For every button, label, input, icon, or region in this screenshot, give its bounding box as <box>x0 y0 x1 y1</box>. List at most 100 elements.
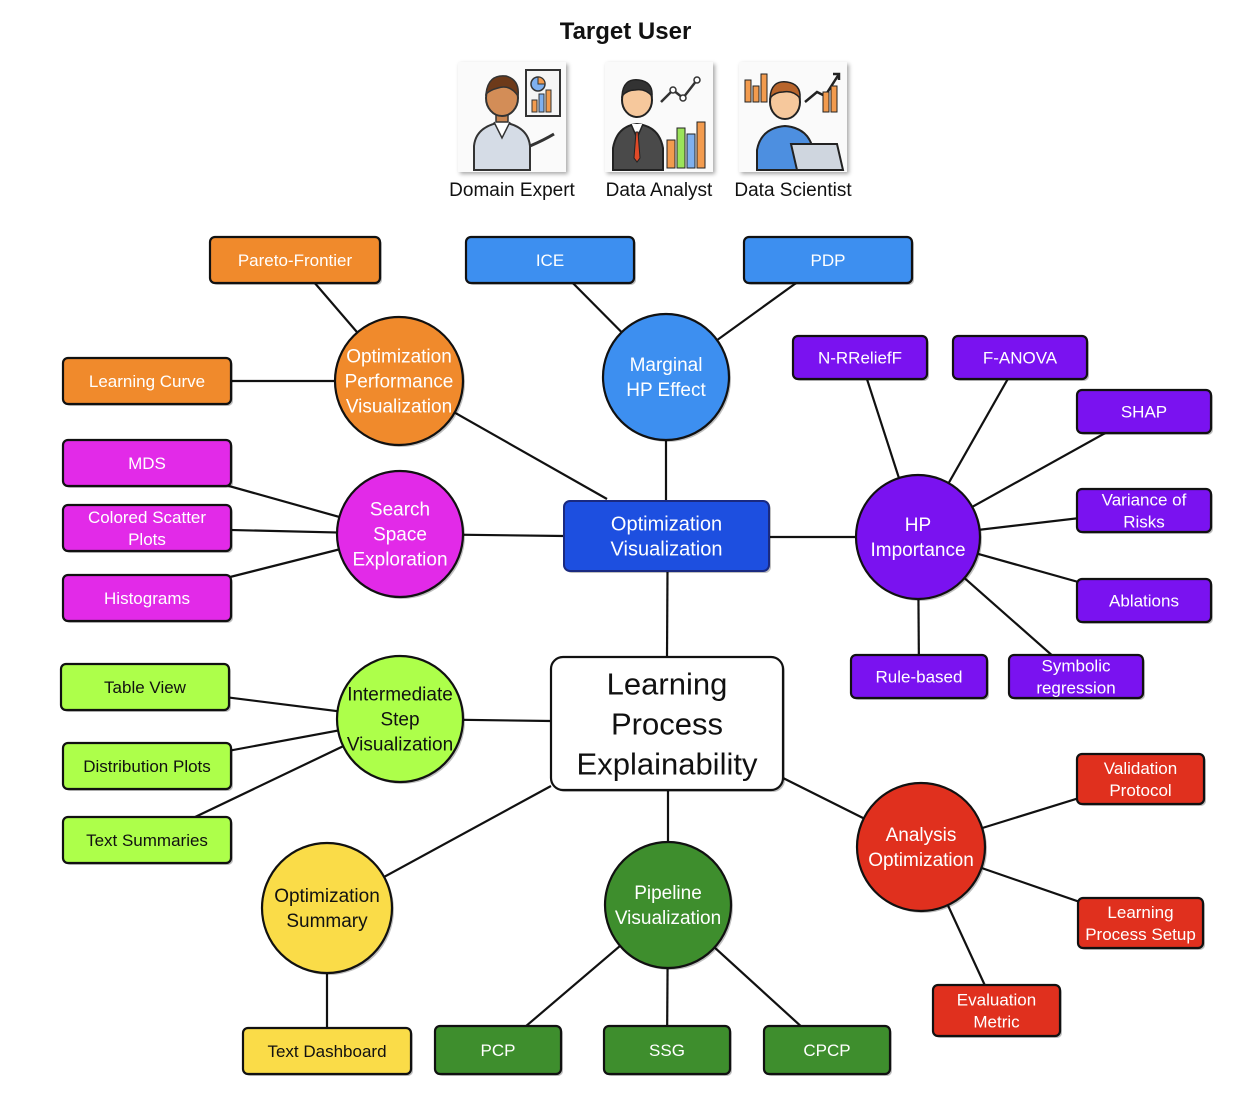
hub-node-shape <box>563 500 770 572</box>
leaf-node-hp-importance-shape <box>1007 653 1145 700</box>
leaf-node-opt-summary-shape <box>241 1026 413 1076</box>
edge-hub-center <box>665 570 669 658</box>
leaf-node-label: ICE <box>536 251 564 270</box>
target-user-title: Target User <box>559 18 692 45</box>
leaf-node-search-space: MDS <box>61 438 233 488</box>
leaf-node-hp-importance: SHAP <box>1075 388 1213 435</box>
leaf-node-label: PDP <box>811 251 846 270</box>
leaf-node-hp-importance-shape <box>791 334 929 381</box>
leaf-node-search-space-shape <box>61 573 233 623</box>
leaf-node-search-space-shape <box>61 438 233 488</box>
leaf-node-marginal: ICE <box>464 235 636 285</box>
leaf-node-pipeline-shape <box>762 1024 892 1076</box>
leaf-node-pipeline-shape <box>602 1024 732 1076</box>
leaf-node-opt-perf: Learning Curve <box>61 356 233 406</box>
group-node-circle <box>335 654 465 784</box>
leaf-node-analysis-shape <box>1075 752 1206 806</box>
user-label: Data Analyst <box>605 180 713 201</box>
leaf-node-pipeline-shape <box>433 1024 563 1076</box>
leaf-node-analysis-shape <box>1076 896 1205 950</box>
leaf-node-intermediate: Table View <box>59 662 231 712</box>
leaf-node-label: Distribution Plots <box>83 757 211 776</box>
leaf-node-label: PCP <box>481 1041 516 1060</box>
leaf-node-marginal: PDP <box>742 235 914 285</box>
user-label: Domain Expert <box>449 180 575 201</box>
user-domain-expert: Domain Expert <box>437 62 587 202</box>
leaf-node-pipeline: SSG <box>602 1024 732 1076</box>
leaf-node-label: MDS <box>128 454 166 473</box>
leaf-node-label: Text Summaries <box>86 831 208 850</box>
leaf-node-intermediate-shape <box>61 741 233 791</box>
leaf-node-marginal-shape <box>464 235 636 285</box>
leaf-node-marginal-shape <box>742 235 914 285</box>
group-node-circle <box>333 315 465 447</box>
group-node-circle <box>854 473 982 601</box>
leaf-node-hp-importance-shape <box>951 334 1089 381</box>
leaf-node-search-space: Histograms <box>61 573 233 623</box>
leaf-node-hp-importance-shape <box>1075 487 1213 534</box>
leaf-node-label: Text Dashboard <box>267 1042 386 1061</box>
user-label: Data Scientist <box>734 180 852 201</box>
leaf-node-pipeline: PCP <box>433 1024 563 1076</box>
leaf-node-label: Ablations <box>1109 591 1179 610</box>
leaf-node-intermediate: Text Summaries <box>61 815 233 865</box>
leaf-node-opt-perf: Pareto-Frontier <box>208 235 382 285</box>
leaf-node-intermediate-shape <box>61 815 233 865</box>
leaf-node-label: Histograms <box>104 589 190 608</box>
leaf-node-hp-importance: F-ANOVA <box>951 334 1089 381</box>
leaf-node-intermediate-shape <box>59 662 231 712</box>
leaf-node-pipeline: CPCP <box>762 1024 892 1076</box>
group-node-circle <box>601 312 731 442</box>
leaf-node-opt-perf-shape <box>208 235 382 285</box>
leaf-node-search-space-shape <box>61 503 233 553</box>
leaf-node-label: SSG <box>649 1041 685 1060</box>
group-node-circle <box>603 840 733 970</box>
leaf-node-hp-importance-shape <box>1075 577 1213 624</box>
leaf-node-label: Rule-based <box>876 667 963 686</box>
data-scientist-icon <box>739 62 847 172</box>
leaf-node-intermediate: Distribution Plots <box>61 741 233 791</box>
leaf-node-opt-summary: Text Dashboard <box>241 1026 413 1076</box>
leaf-node-hp-importance-shape <box>1075 388 1213 435</box>
data-analyst-icon <box>605 62 713 172</box>
leaf-node-hp-importance: Ablations <box>1075 577 1213 624</box>
leaf-node-hp-importance: N-RReliefF <box>791 334 929 381</box>
group-node-circle <box>335 469 465 599</box>
leaf-node-hp-importance: Rule-based <box>849 653 989 700</box>
leaf-node-label: CPCP <box>803 1041 850 1060</box>
leaf-node-label: SHAP <box>1121 402 1167 421</box>
central-node-shape <box>549 655 785 792</box>
user-data-scientist: Data Scientist <box>718 62 868 202</box>
group-node-circle <box>855 781 987 913</box>
